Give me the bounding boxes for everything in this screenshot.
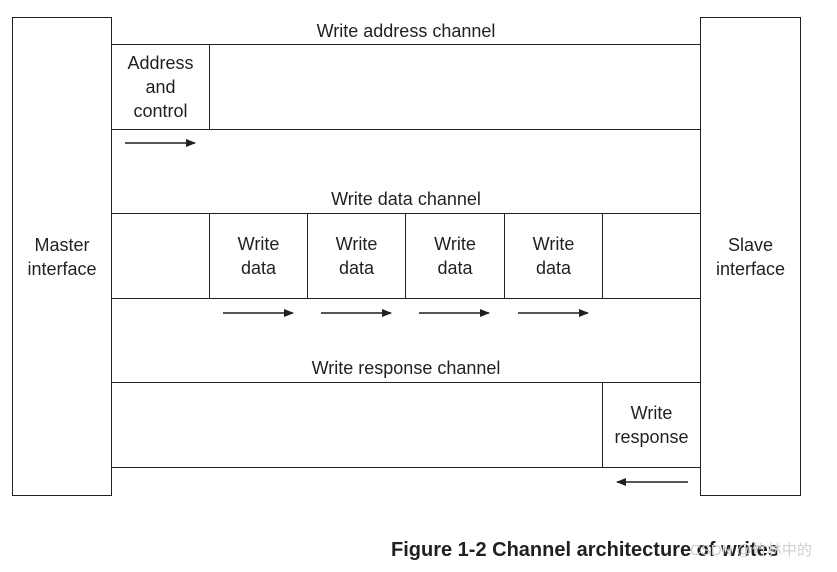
write-response-label: Write response [614,403,689,447]
write-data-cell: Write data [210,214,307,298]
data-channel-divider-1 [209,213,210,299]
data-channel-divider-3 [405,213,406,299]
write-data-channel-title: Write data channel [331,189,481,209]
address-channel-divider [209,44,210,130]
write-data-label: Write data [434,234,476,278]
write-data-label: Write data [532,234,575,278]
address-and-control-cell: Address and control [112,45,209,129]
data-channel-top-line [112,213,700,214]
address-channel-top-line [112,44,700,45]
response-channel-divider [602,382,603,468]
address-channel-bottom-line [112,129,700,130]
data-channel-bottom-line [112,298,700,299]
data-channel-divider-5 [602,213,603,299]
write-data-cell: Write data [308,214,405,298]
write-response-channel-title: Write response channel [311,358,501,378]
response-channel-bottom-line [112,467,700,468]
response-channel-top-line [112,382,700,383]
write-data-label: Write data [335,234,378,278]
write-response-cell: Write response [603,383,700,467]
figure-caption: Figure 1-2 Channel architecture of write… [391,539,779,561]
data-channel-divider-2 [307,213,308,299]
write-data-label: Write data [237,234,280,278]
write-data-cell: Write data [406,214,504,298]
data-channel-divider-4 [504,213,505,299]
slave-interface-label: Slave interface [715,234,786,279]
master-interface-box: Master interface [12,17,112,496]
write-data-cell: Write data [505,214,602,298]
slave-interface-box: Slave interface [700,17,801,496]
write-address-channel-title: Write address channel [316,21,496,41]
address-and-control-label: Address and control [127,53,194,121]
watermark: CSDN @竹林中的 [690,542,812,559]
master-interface-label: Master interface [27,234,97,279]
